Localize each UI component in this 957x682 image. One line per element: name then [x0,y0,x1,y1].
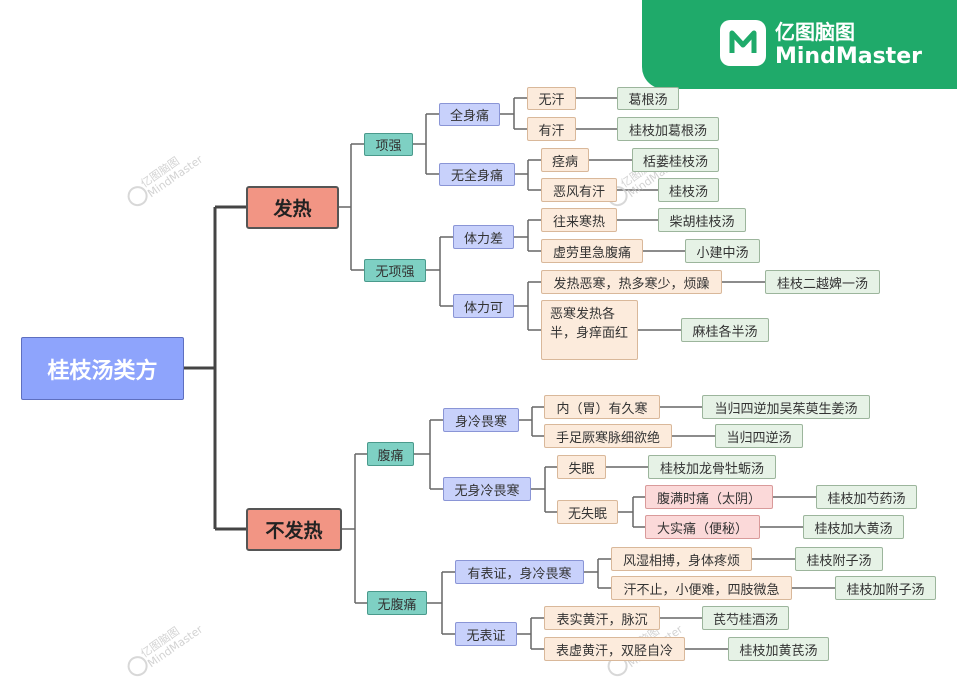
topic-biaoshi-huanghan[interactable]: 表实黄汗，脉沉 [544,606,660,630]
brand-name-cn: 亿图脑图 [775,20,855,44]
topic-fare-wuhan[interactable]: 发热恶寒，热多寒少，烦躁 [541,270,722,294]
topic-fever[interactable]: 发热 [246,186,339,229]
topic-jing-bing[interactable]: 痉病 [541,148,589,172]
formula-guizhi-jia-huangqi[interactable]: 桂枝加黄芪汤 [728,637,829,661]
formula-guizhi-longgu-muli[interactable]: 桂枝加龙骨牡蛎汤 [648,455,776,479]
topic-weak-body[interactable]: 体力差 [453,225,514,249]
topic-no-biaozheng[interactable]: 无表证 [455,622,517,646]
formula-xiao-jianzhong[interactable]: 小建中汤 [685,239,760,263]
formula-guizhi-jia-gegen[interactable]: 桂枝加葛根汤 [617,117,719,141]
formula-danggui-sini[interactable]: 当归四逆汤 [715,424,803,448]
root-topic[interactable]: 桂枝汤类方 [21,337,184,400]
topic-body-cold[interactable]: 身冷畏寒 [443,408,519,432]
topic-nei-wei-jiuhan[interactable]: 内（胃）有久寒 [544,395,660,419]
topic-no-shimian[interactable]: 无失眠 [557,500,618,524]
mindmaster-logo-icon [720,20,766,66]
topic-abdominal-pain[interactable]: 腹痛 [367,442,414,466]
topic-no-body-cold[interactable]: 无身冷畏寒 [443,477,531,501]
topic-wuhan-fare-half[interactable]: 恶寒发热各半，身痒面红 [541,300,638,360]
formula-guizhi-jia-shaoyao[interactable]: 桂枝加芍药汤 [816,485,917,509]
topic-biaoxu-huanghan[interactable]: 表虚黄汗，双胫自冷 [544,637,685,661]
formula-guizhi-eryue[interactable]: 桂枝二越婢一汤 [765,270,880,294]
topic-shouzu-juehan[interactable]: 手足厥寒脉细欲绝 [544,424,672,448]
topic-full-body-pain[interactable]: 全身痛 [439,103,500,126]
topic-has-biaozheng[interactable]: 有表证，身冷畏寒 [455,560,584,584]
formula-gualou-guizhi[interactable]: 栝蒌桂枝汤 [632,148,719,172]
formula-guizhi-jia-dahuang[interactable]: 桂枝加大黄汤 [803,515,904,539]
topic-has-sweat[interactable]: 有汗 [527,117,576,141]
topic-dashi-tong[interactable]: 大实痛（便秘） [645,515,760,539]
topic-no-full-body-pain[interactable]: 无全身痛 [439,163,515,186]
formula-chaihu-guizhi[interactable]: 柴胡桂枝汤 [658,208,746,232]
topic-wanglai-hanre[interactable]: 往来寒热 [541,208,617,232]
topic-no-neck-stiff[interactable]: 无项强 [364,259,426,282]
formula-danggui-sini-wuzhuyu[interactable]: 当归四逆加吴茱萸生姜汤 [702,395,870,419]
topic-ok-body[interactable]: 体力可 [453,294,514,318]
topic-xulao-futong[interactable]: 虚劳里急腹痛 [541,239,643,263]
formula-guizhi-jia-fuzi[interactable]: 桂枝加附子汤 [835,576,936,600]
brand-name-en: MindMaster [775,44,922,69]
topic-neck-stiff[interactable]: 项强 [364,133,413,156]
formula-guizhi-fuzi[interactable]: 桂枝附子汤 [795,547,883,571]
topic-hanchu-buzhi[interactable]: 汗不止，小便难，四肢微急 [611,576,792,600]
formula-gegen-tang[interactable]: 葛根汤 [617,87,679,110]
topic-no-fever[interactable]: 不发热 [246,508,342,551]
topic-fengshi-xiangbo[interactable]: 风湿相搏，身体疼烦 [611,547,752,571]
topic-shimian[interactable]: 失眠 [557,455,606,479]
topic-wufeng-youhan[interactable]: 恶风有汗 [541,178,617,202]
formula-mageui-geban[interactable]: 麻桂各半汤 [681,318,769,342]
brand-banner: 亿图脑图 MindMaster [642,0,957,89]
topic-fuman-shitong[interactable]: 腹满时痛（太阴） [645,485,773,509]
topic-no-abdominal-pain[interactable]: 无腹痛 [367,591,427,615]
formula-qishao-guijiu[interactable]: 芪芍桂酒汤 [702,606,789,630]
topic-no-sweat[interactable]: 无汗 [527,87,576,110]
formula-guizhi-tang[interactable]: 桂枝汤 [658,178,719,202]
